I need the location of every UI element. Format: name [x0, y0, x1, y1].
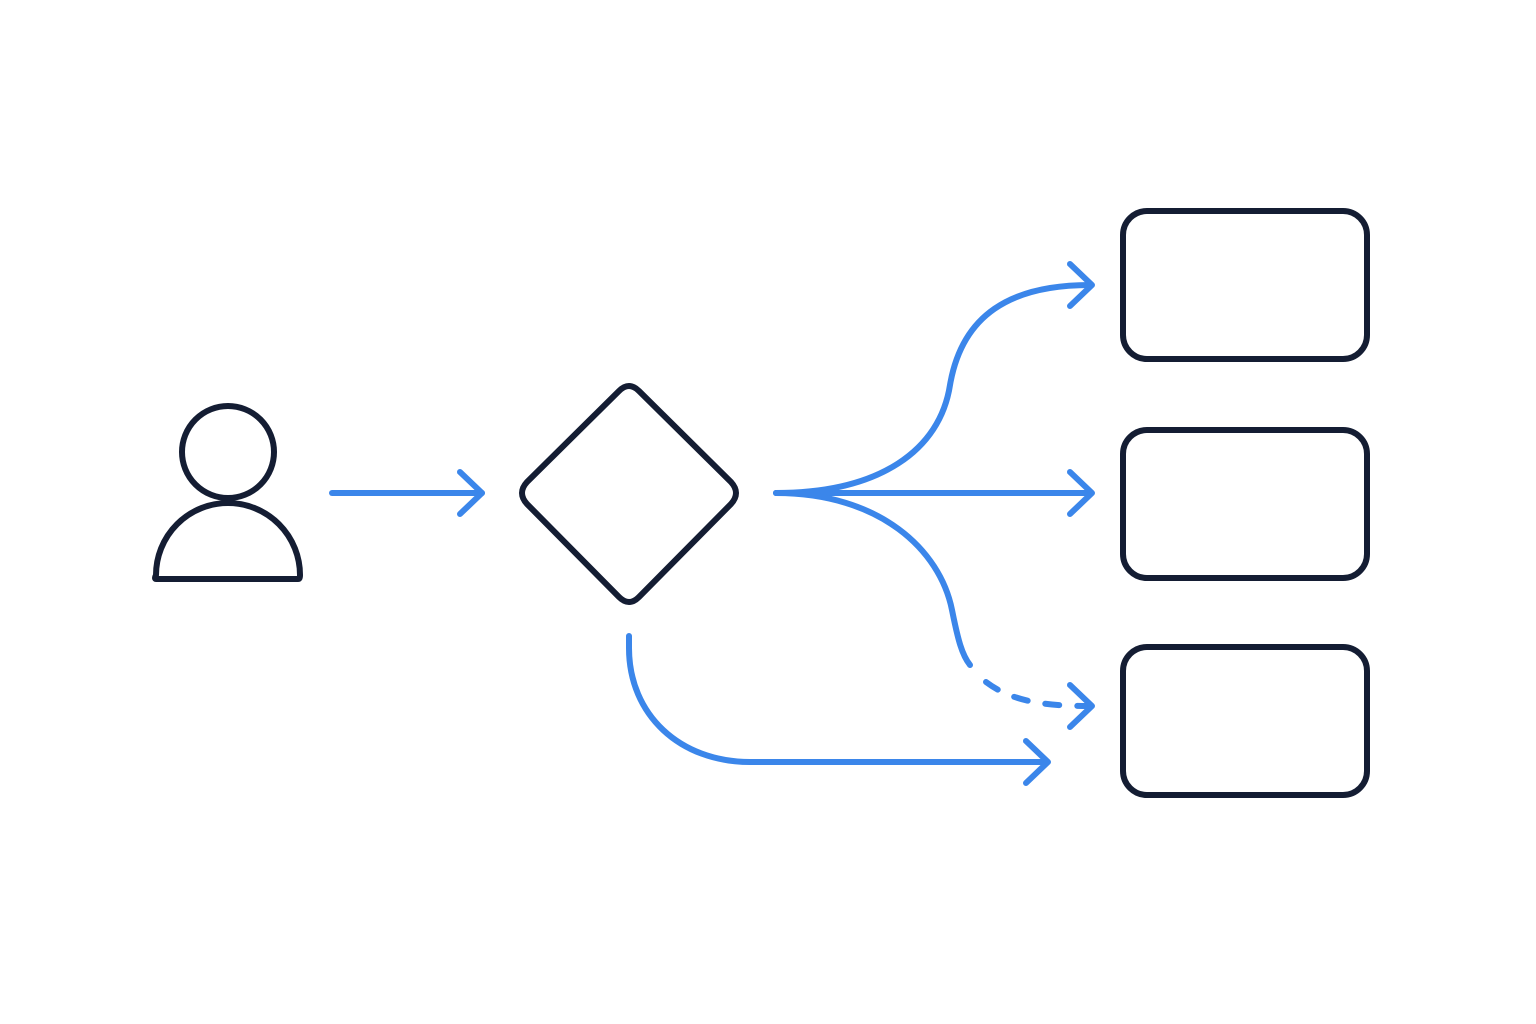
edge-curve-solid	[773, 490, 973, 668]
edge-curve	[773, 282, 1093, 496]
person-head	[179, 403, 277, 501]
edge-decision-to-box-bottom-lower	[626, 633, 1051, 786]
arrowhead	[1067, 469, 1095, 517]
edge-decision-to-box-bottom-dashed	[773, 490, 1095, 730]
arrowhead	[1067, 682, 1095, 730]
box-top	[1120, 208, 1370, 362]
edge-curve-dashed	[983, 679, 1091, 709]
decision-diamond	[519, 383, 739, 605]
arrowhead	[1023, 738, 1051, 786]
person-body	[152, 500, 303, 582]
arrowhead	[1067, 261, 1095, 309]
edge-curve	[626, 633, 1049, 765]
edge-user-to-decision	[329, 469, 485, 517]
person-icon	[152, 403, 303, 582]
edge-decision-to-box-middle	[773, 469, 1095, 517]
arrowhead	[457, 469, 485, 517]
edge-decision-to-box-top	[773, 261, 1095, 496]
box-middle	[1120, 427, 1370, 581]
box-bottom	[1120, 644, 1370, 798]
